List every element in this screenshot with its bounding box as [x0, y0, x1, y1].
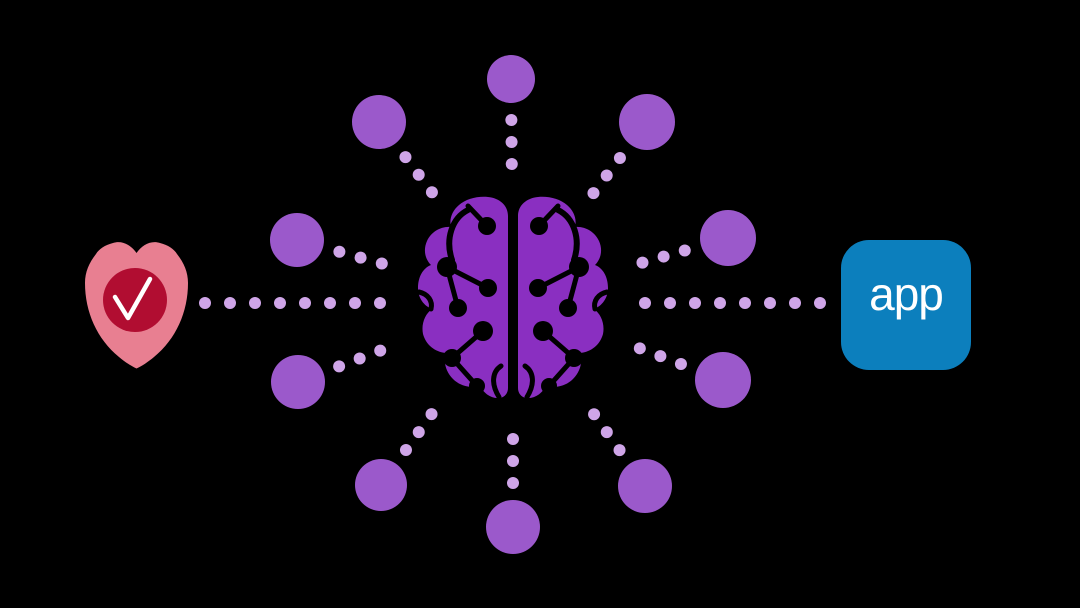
flow-line-shield-to-brain — [199, 297, 386, 309]
connector-dot — [333, 360, 346, 373]
connector-dot — [657, 250, 670, 263]
flow-dot — [714, 297, 726, 309]
connector-dot — [633, 342, 646, 355]
connector-dot — [674, 357, 687, 370]
network-node — [271, 355, 325, 409]
connector-dot — [507, 455, 519, 467]
network-node — [487, 55, 535, 103]
connector-dot — [678, 244, 691, 257]
flow-dot — [739, 297, 751, 309]
network-node — [619, 94, 675, 150]
flow-dot — [324, 297, 336, 309]
network-nodes — [270, 55, 756, 554]
network-node — [695, 352, 751, 408]
connector-dot — [636, 256, 649, 269]
flow-dot — [789, 297, 801, 309]
connector-dot — [412, 426, 425, 439]
connector-dot — [374, 344, 387, 357]
connector-dot — [412, 168, 425, 181]
connector-dot — [354, 251, 367, 264]
connector-dot — [505, 113, 518, 126]
flow-dot — [299, 297, 311, 309]
connector-dot — [588, 408, 601, 421]
flow-dot — [664, 297, 676, 309]
connector-dot — [654, 350, 667, 363]
flow-dot — [224, 297, 236, 309]
connector-dot — [425, 186, 438, 199]
connector-dot — [613, 151, 626, 164]
flow-dot — [199, 297, 211, 309]
flow-line-brain-to-app — [639, 297, 826, 309]
connector-dot — [613, 444, 626, 457]
flow-dot — [639, 297, 651, 309]
network-node — [486, 500, 540, 554]
app-label: app — [869, 268, 943, 320]
connector-dot — [505, 135, 518, 148]
connector-dot — [399, 151, 412, 164]
network-node — [270, 213, 324, 267]
connector-dot — [507, 433, 519, 445]
connector-dot — [333, 245, 346, 258]
connector-dot — [507, 477, 519, 489]
app-box-background — [841, 240, 971, 370]
network-node — [618, 459, 672, 513]
app-box: app — [841, 240, 971, 370]
network-node — [700, 210, 756, 266]
connector-dot — [353, 352, 366, 365]
connector-dot — [505, 157, 518, 170]
flow-dot — [249, 297, 261, 309]
network-node — [352, 95, 406, 149]
connector-dot — [600, 426, 613, 439]
connector-dot — [375, 257, 388, 270]
checkmark-icon — [112, 276, 153, 321]
flow-dot — [274, 297, 286, 309]
flow-dot — [349, 297, 361, 309]
connector-dot — [399, 443, 412, 456]
flow-dot — [689, 297, 701, 309]
security-shield-icon — [85, 242, 188, 369]
connector-dot — [600, 169, 613, 182]
connector-dot — [587, 187, 600, 200]
flow-dot — [374, 297, 386, 309]
connector-dot — [425, 408, 438, 421]
shield-badge — [103, 268, 167, 332]
connector-dots — [333, 113, 691, 489]
network-node — [355, 459, 407, 511]
flow-dot — [814, 297, 826, 309]
flow-dot — [764, 297, 776, 309]
